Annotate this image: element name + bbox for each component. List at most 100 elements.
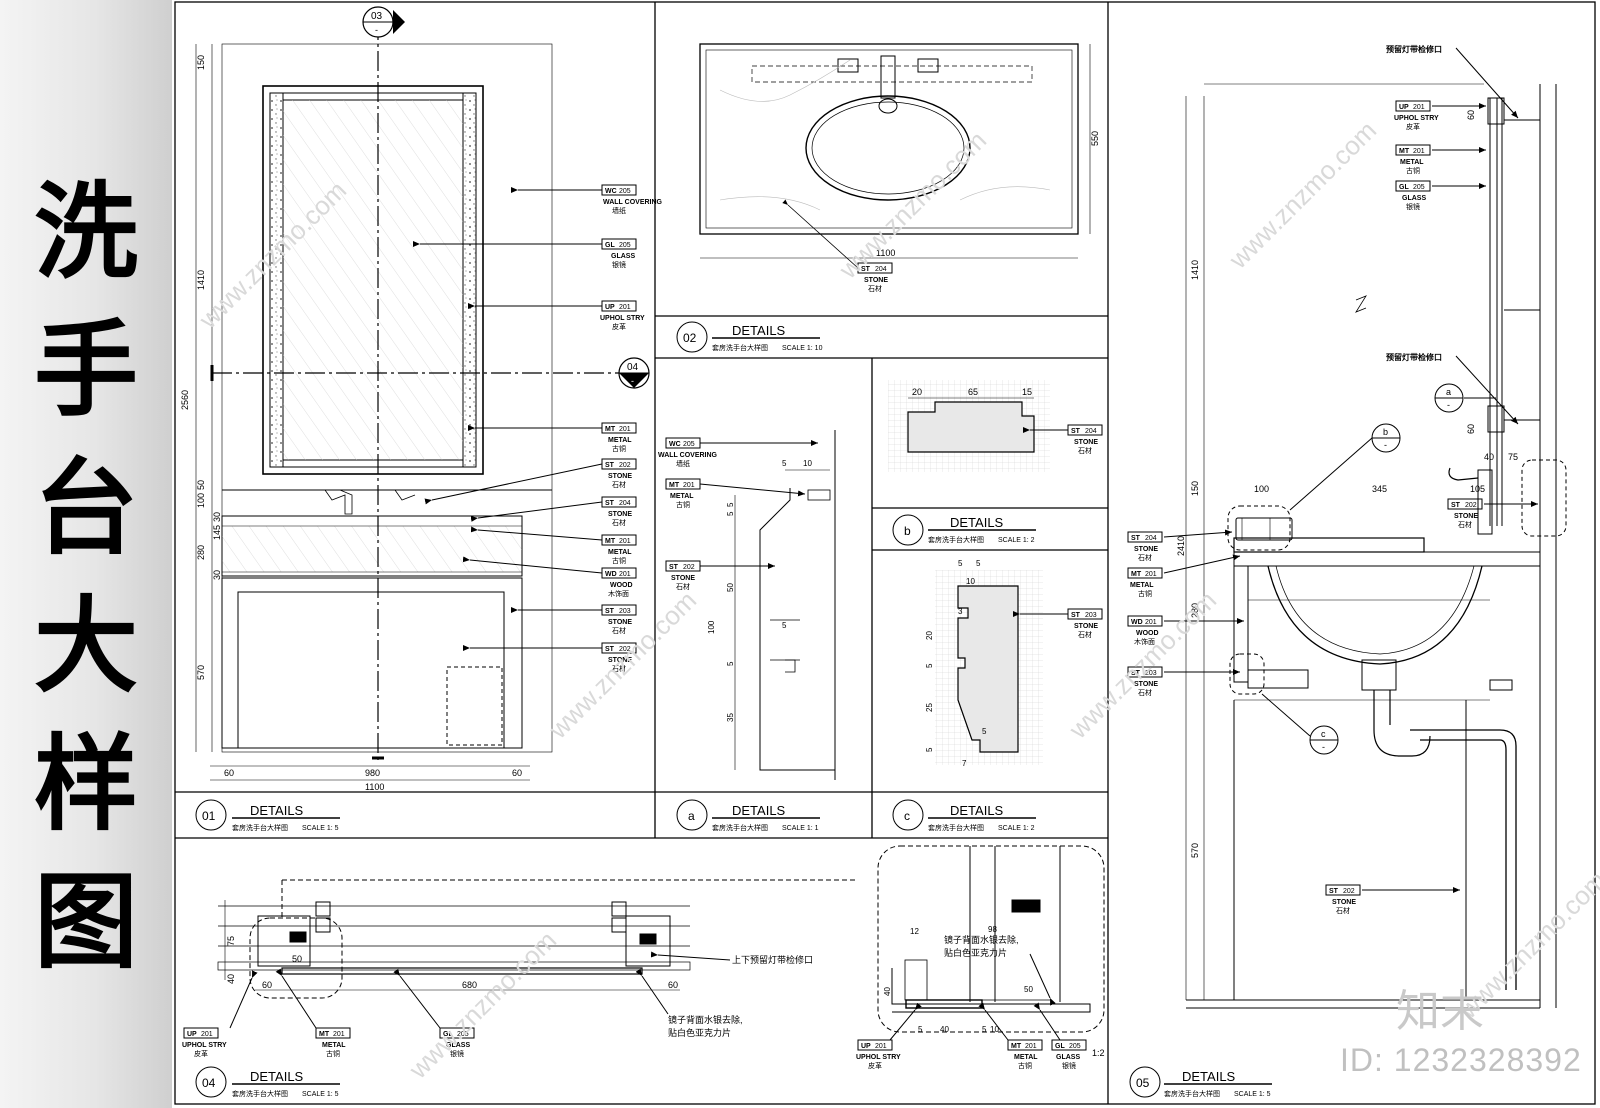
tag-02-st204: ST 204 STONE 石材 [857, 262, 893, 293]
svg-text:DETAILS: DETAILS [250, 1069, 304, 1084]
svg-text:ST: ST [669, 564, 679, 571]
panel-c-profile [935, 570, 1043, 765]
svg-text:SCALE 1: 5: SCALE 1: 5 [302, 825, 339, 832]
tag-05-wd201: WD 201 WOOD 木饰面 [1127, 615, 1244, 646]
title-char-2: 手 [33, 309, 138, 431]
svg-text:石材: 石材 [612, 480, 626, 489]
svg-text:套房洗手台大样图: 套房洗手台大样图 [232, 823, 288, 832]
tag-04d-mt201: MT 201 METAL 古铜 [978, 1002, 1043, 1070]
dim-01-50: 50 [196, 480, 206, 490]
svg-text:2410: 2410 [1176, 536, 1186, 556]
svg-text:套房洗手台大样图: 套房洗手台大样图 [928, 823, 984, 832]
svg-text:5: 5 [782, 459, 787, 468]
svg-text:WC: WC [605, 188, 617, 195]
panel-04-notes: 上下预留灯带检修口 镜子背面水银去除, 贴白色亚克力片 [635, 951, 813, 1038]
svg-text:-: - [1447, 400, 1450, 410]
dim-01-2560: 2560 [180, 390, 190, 410]
svg-text:METAL: METAL [322, 1042, 346, 1049]
panel-05-dims: 1410 60 60 40 75 150 100 345 105 2410 28… [1176, 110, 1518, 858]
sheet-title-band: 洗 手 台 大 样 图 [0, 0, 172, 1108]
svg-text:105: 105 [1470, 484, 1485, 494]
brand-watermark: 知末 [1396, 986, 1484, 1037]
svg-text:ST: ST [605, 462, 615, 469]
svg-text:12: 12 [910, 927, 919, 936]
dim-02-550: 550 [1090, 131, 1100, 146]
svg-text:DETAILS: DETAILS [732, 323, 786, 338]
svg-text:GLASS: GLASS [1056, 1054, 1080, 1061]
svg-text:40: 40 [940, 1025, 949, 1034]
svg-text:202: 202 [1343, 888, 1355, 895]
svg-text:5: 5 [726, 502, 735, 507]
svg-text:204: 204 [875, 266, 887, 273]
svg-text:www.znzmo.com: www.znzmo.com [832, 125, 992, 285]
note-mirror-back-2: 贴白色亚克力片 [668, 1027, 731, 1038]
svg-text:-: - [1322, 742, 1325, 752]
svg-text:201: 201 [201, 1031, 213, 1038]
dim-01-280: 280 [196, 545, 206, 560]
svg-text:套房洗手台大样图: 套房洗手台大样图 [1164, 1089, 1220, 1098]
marker-b: b - [1289, 423, 1401, 511]
tag-01-st202a: ST 202 STONE 石材 [424, 458, 637, 505]
svg-text:1410: 1410 [1190, 260, 1200, 280]
svg-text:ST: ST [1451, 502, 1461, 509]
note-mirror-back-1: 镜子背面水银去除, [668, 1014, 743, 1025]
svg-text:SCALE 1: 2: SCALE 1: 2 [998, 825, 1035, 832]
dim-01-150: 150 [196, 55, 206, 70]
svg-text:MT: MT [1011, 1043, 1022, 1050]
svg-text:GL: GL [1399, 184, 1409, 191]
svg-text:05: 05 [1136, 1076, 1150, 1090]
svg-text:15: 15 [1022, 387, 1032, 397]
svg-text:皮革: 皮革 [1406, 122, 1420, 131]
svg-text:银镜: 银镜 [1062, 1061, 1076, 1070]
svg-text:5: 5 [925, 747, 934, 752]
tag-05-st202a: ST 202 STONE 石材 [1447, 498, 1538, 529]
svg-text:古铜: 古铜 [1406, 166, 1420, 175]
title-block-b: b DETAILS 套房洗手台大样图 SCALE 1: 2 [892, 514, 1036, 546]
svg-text:STONE: STONE [1074, 439, 1098, 446]
panel-b-profile [888, 380, 1050, 472]
svg-text:www.znzmo.com: www.znzmo.com [1222, 115, 1382, 275]
title-block-01: 01 DETAILS 套房洗手台大样图 SCALE 1: 5 [195, 799, 340, 832]
title-char-4: 大 [33, 585, 138, 707]
svg-text:WALL COVERING: WALL COVERING [603, 199, 663, 206]
tag-01-st204: ST 204 STONE 石材 [470, 496, 637, 527]
svg-text:皮革: 皮革 [868, 1061, 882, 1070]
svg-text:345: 345 [1372, 484, 1387, 494]
svg-text:201: 201 [875, 1043, 887, 1050]
dim-01-980: 980 [365, 768, 380, 778]
svg-text:石材: 石材 [1458, 520, 1472, 529]
svg-text:01: 01 [202, 809, 216, 823]
svg-text:204: 204 [1145, 535, 1157, 542]
svg-text:MT: MT [605, 426, 616, 433]
svg-text:201: 201 [619, 426, 631, 433]
svg-text:STONE: STONE [864, 277, 888, 284]
svg-text:50: 50 [1024, 985, 1033, 994]
svg-text:205: 205 [1413, 184, 1425, 191]
svg-text:套房洗手台大样图: 套房洗手台大样图 [928, 535, 984, 544]
tag-c-st203: ST 203 STONE 石材 [1013, 608, 1103, 639]
svg-text:STONE: STONE [608, 511, 632, 518]
svg-text:石材: 石材 [868, 284, 882, 293]
title-block-c: c DETAILS 套房洗手台大样图 SCALE 1: 2 [892, 799, 1036, 832]
panel-04-dims: 75 40 50 60 680 60 [226, 936, 678, 990]
svg-text:UPHOL STRY: UPHOL STRY [856, 1054, 901, 1061]
panel-a-dims: 5 10 5 5 50 5 100 5 35 [707, 459, 812, 722]
svg-text:石材: 石材 [612, 664, 626, 673]
svg-text:ST: ST [605, 500, 615, 507]
svg-text:203: 203 [1085, 612, 1097, 619]
panel-01-elevation [195, 20, 620, 781]
svg-text:SCALE 1: 2: SCALE 1: 2 [998, 537, 1035, 544]
svg-text:石材: 石材 [612, 626, 626, 635]
svg-text:35: 35 [726, 713, 735, 722]
svg-text:201: 201 [1025, 1043, 1037, 1050]
title-char-5: 样 [33, 723, 138, 845]
svg-text:202: 202 [683, 564, 695, 571]
svg-text:古铜: 古铜 [1138, 589, 1152, 598]
svg-text:5: 5 [918, 1025, 923, 1034]
svg-text:古铜: 古铜 [1018, 1061, 1032, 1070]
svg-text:10: 10 [803, 459, 812, 468]
svg-text:5: 5 [958, 559, 963, 568]
svg-text:5: 5 [925, 663, 934, 668]
tag-a-mt201: MT 201 METAL 古铜 [665, 478, 806, 509]
